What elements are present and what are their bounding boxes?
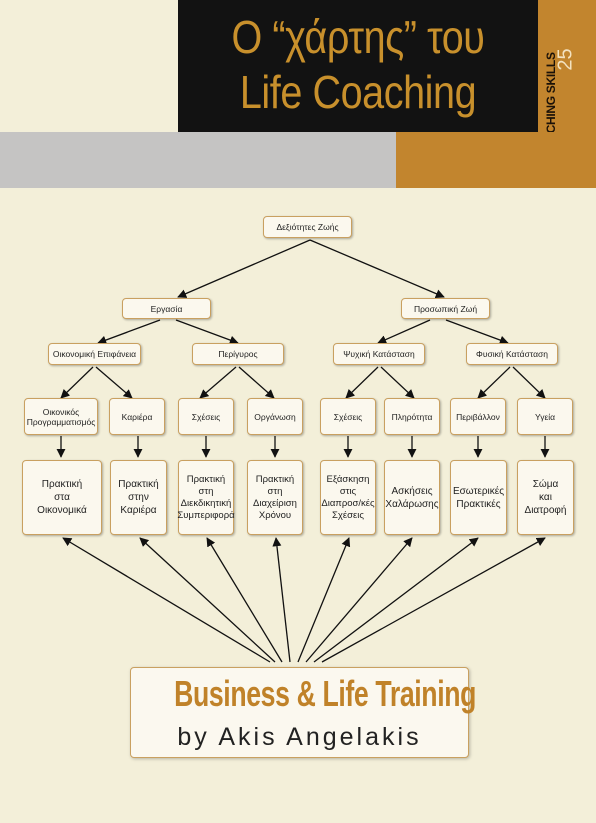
node-level4-career-practice: Πρακτική στην Καριέρα [110, 460, 167, 535]
node-level3-relationships-a: Σχέσεις [178, 398, 234, 435]
node-level4-relaxation-exercises: Ασκήσεις Χαλάρωσης [384, 460, 440, 535]
node-level4-inner-practices: Εσωτερικές Πρακτικές [450, 460, 507, 535]
node-level4-body-nutrition: Σώμα και Διατροφή [517, 460, 574, 535]
node-level2-surroundings: Περίγυρος [192, 343, 284, 365]
gray-band [0, 132, 396, 188]
brand-box [130, 667, 469, 758]
brand-title: Business & Life Training [174, 673, 477, 714]
node-level3-financial-planning: Οικονικός Προγραμματισμός [24, 398, 98, 435]
title-line-2: Life Coaching [239, 66, 477, 118]
node-level1-personal-life: Προσωπική Ζωή [401, 298, 490, 319]
header-black-panel [178, 0, 538, 132]
node-level3-organization: Οργάνωση [247, 398, 303, 435]
node-level2-physical-state: Φυσική Κατάσταση [466, 343, 558, 365]
node-level3-fulfillment: Πληρότητα [384, 398, 440, 435]
brand-byline: by Akis Angelakis [177, 723, 422, 751]
node-level3-environment: Περιβάλλον [450, 398, 506, 435]
node-level3-relationships-b: Σχέσεις [320, 398, 376, 435]
node-root: Δεξιότητες Ζωής [263, 216, 352, 238]
node-level4-finances-practice: Πρακτική στα Οικονομικά [22, 460, 102, 535]
node-level3-career: Καριέρα [109, 398, 165, 435]
side-gold-panel [538, 0, 596, 132]
node-level4-time-management: Πρακτική στη Διαχείριση Χρόνου [247, 460, 303, 535]
node-level1-work: Εργασία [122, 298, 211, 319]
node-level2-finances: Οικονομική Επιφάνεια [48, 343, 141, 365]
node-level2-mental-state: Ψυχική Κατάσταση [333, 343, 425, 365]
node-level4-interpersonal-practice: Εξάσκηση στις Διαπροσ/κές Σχέσεις [320, 460, 376, 535]
node-level3-health: Υγεία [517, 398, 573, 435]
node-level4-assertive-behavior: Πρακτική στη Διεκδικητική Συμπεριφορά [177, 460, 235, 535]
gold-band [396, 132, 596, 188]
title-line-1: Ο “χάρτης” του [231, 11, 485, 63]
